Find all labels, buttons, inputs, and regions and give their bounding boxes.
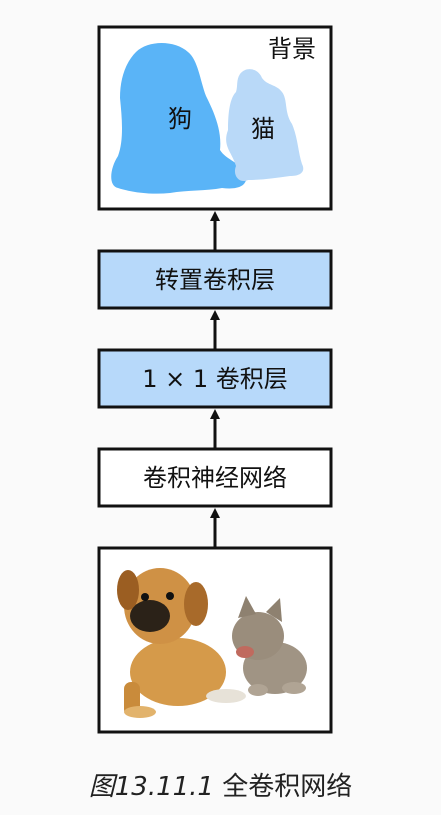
background-label: 背景: [268, 35, 316, 63]
dog-label: 狗: [168, 105, 192, 133]
transposed-conv-layer: 转置卷积层: [97, 249, 333, 310]
figure-title: 全卷积网络: [222, 772, 353, 802]
conv-1x1-layer: 1 × 1 卷积层: [97, 348, 333, 409]
input-image-box: [97, 546, 333, 734]
segmentation-output-box: 背景 狗 猫: [97, 25, 333, 211]
figure-number: 图13.11.1: [88, 772, 214, 802]
transposed-conv-label: 转置卷积层: [155, 266, 275, 294]
dog-photo: [117, 568, 246, 718]
cat-label: 猫: [251, 115, 275, 143]
cnn-layer: 卷积神经网络: [97, 447, 333, 508]
figure-caption: 图13.11.1 全卷积网络: [0, 766, 441, 803]
dog-mask: [111, 43, 247, 194]
cnn-label: 卷积神经网络: [143, 464, 287, 492]
cat-photo: [232, 596, 307, 696]
cat-mask: [226, 69, 304, 182]
conv-1x1-label: 1 × 1 卷积层: [142, 365, 288, 393]
